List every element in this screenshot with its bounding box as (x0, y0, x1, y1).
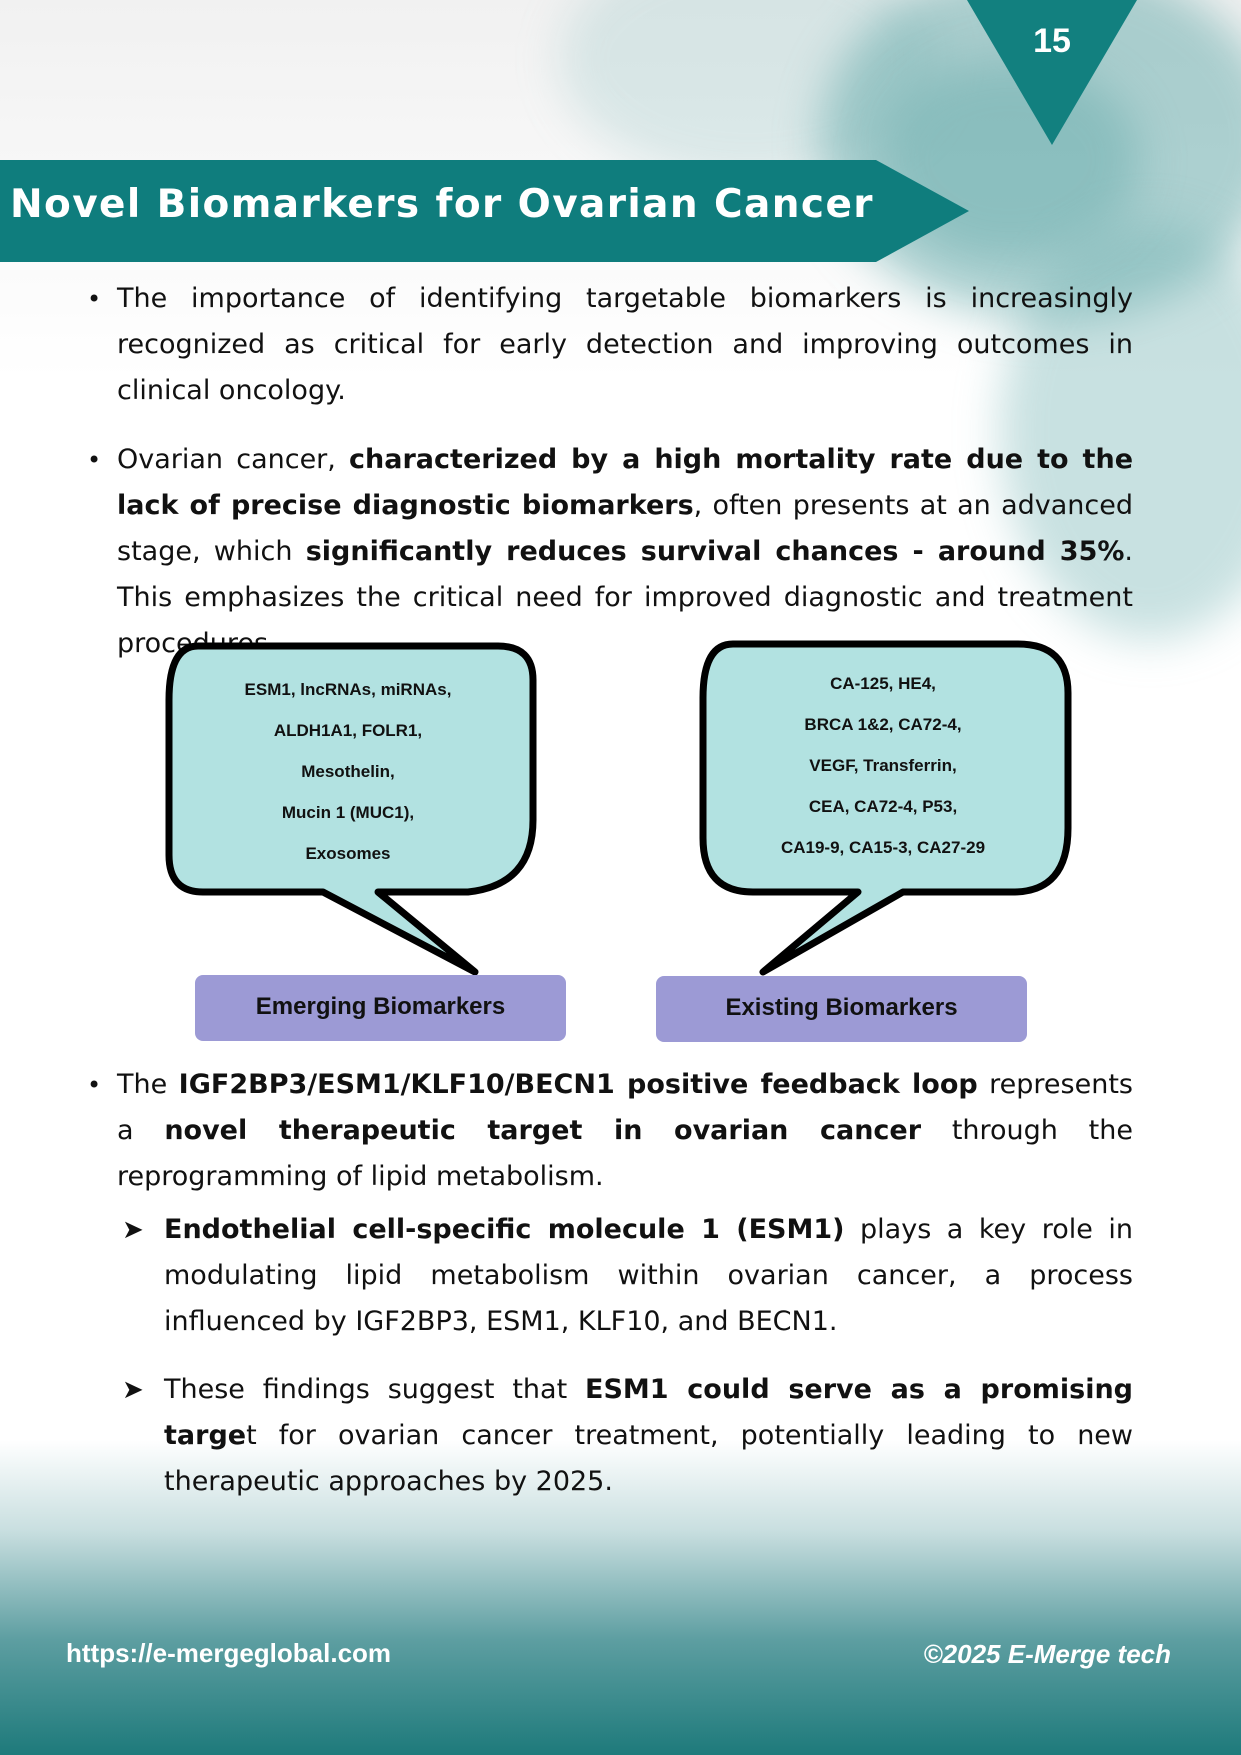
footer-website-link[interactable]: https://e-mergeglobal.com (66, 1638, 392, 1668)
biomarker-line: BRCA 1&2, CA72-4, (804, 715, 962, 734)
sub-bullet-text: These findings suggest that (164, 1374, 586, 1405)
bullet-emphasis: IGF2BP3/ESM1/KLF10/BECN1 positive feedba… (178, 1069, 978, 1100)
bullet-item: The IGF2BP3/ESM1/KLF10/BECN1 positive fe… (87, 1062, 1133, 1200)
bullet-text: , often presents at an advanced stage, w… (117, 490, 1133, 567)
sub-bullet-item: ➤ Endothelial cell-specific molecule 1 (… (122, 1207, 1133, 1345)
biomarker-line: ALDH1A1, FOLR1, (273, 721, 423, 740)
bullet-text: Ovarian cancer, (117, 444, 350, 475)
emerging-biomarkers-bubble (165, 642, 537, 976)
bullet-emphasis: novel therapeutic target in ovarian canc… (164, 1115, 922, 1146)
bullet-text: The importance of identifying targetable… (117, 283, 1133, 406)
sub-bullet-emphasis: Endothelial cell-specific molecule 1 (ES… (164, 1214, 845, 1245)
bullet-item: The importance of identifying targetable… (87, 276, 1133, 414)
page-number: 15 (1033, 22, 1071, 60)
existing-biomarkers-bubble (699, 640, 1072, 976)
arrow-bullet-icon: ➤ (122, 1375, 144, 1405)
sub-bullet-emphasis: ESM1 could serve as a promising targe (164, 1374, 1134, 1451)
existing-biomarkers-list: CA-125, HE4, BRCA 1&2, CA72-4, VEGF, Tra… (708, 663, 1058, 868)
biomarker-line: ESM1, lncRNAs, miRNAs, (244, 680, 452, 699)
biomarker-line: Exosomes (305, 844, 391, 863)
arrow-bullet-icon: ➤ (122, 1215, 144, 1245)
bullet-emphasis: characterized by a high mortality rate d… (117, 444, 1134, 521)
sub-bullet-text: t for ovarian cancer treatment, potentia… (164, 1420, 1133, 1497)
sub-bullet-item: ➤ These findings suggest that ESM1 could… (122, 1367, 1134, 1505)
title-banner: Novel Biomarkers for Ovarian Cancer (0, 160, 969, 262)
bullet-text: The (117, 1069, 179, 1100)
biomarker-line: CEA, CA72-4, P53, (808, 797, 958, 816)
existing-biomarkers-label: Existing Biomarkers (656, 976, 1027, 1042)
biomarker-line: CA-125, HE4, (830, 674, 936, 693)
emerging-biomarkers-label: Emerging Biomarkers (195, 975, 566, 1041)
biomarker-line: VEGF, Transferrin, (809, 756, 957, 775)
page-title: Novel Biomarkers for Ovarian Cancer (10, 182, 874, 227)
page-number-marker (967, 0, 1137, 145)
bullet-text: represents a (117, 1069, 1133, 1146)
bullet-text: through the reprogramming of lipid metab… (117, 1115, 1133, 1192)
biomarker-line: Mesothelin, (301, 762, 395, 781)
biomarker-line: Mucin 1 (MUC1), (281, 803, 415, 822)
sub-bullet-text: plays a key role in modulating lipid met… (164, 1214, 1133, 1337)
emerging-biomarkers-list: ESM1, lncRNAs, miRNAs, ALDH1A1, FOLR1, M… (183, 669, 513, 874)
bullet-emphasis: significantly reduces survival chances -… (305, 536, 1125, 567)
footer-copyright: ©2025 E-Merge tech (923, 1639, 1171, 1669)
biomarker-line: CA19-9, CA15-3, CA27-29 (780, 838, 986, 857)
bullet-item: Ovarian cancer, characterized by a high … (87, 437, 1134, 667)
watercolor-decoration (560, 0, 940, 180)
